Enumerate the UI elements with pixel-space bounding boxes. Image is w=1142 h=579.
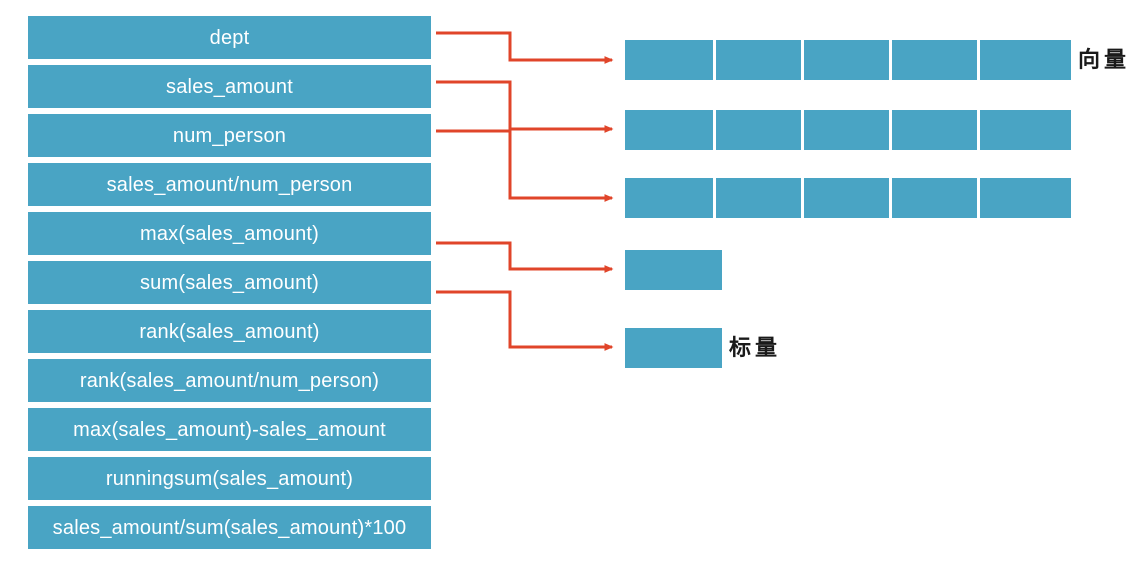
scalar-row-2 (625, 328, 722, 368)
connector-num-person-to-vector3 (436, 129, 614, 202)
expression-row-max-sales: max(sales_amount) (28, 212, 431, 255)
scalar-cell (625, 250, 722, 290)
expression-label: rank(sales_amount) (139, 320, 320, 343)
connector-sum-sales-to-scalar2 (436, 290, 614, 351)
expression-label: rank(sales_amount/num_person) (79, 369, 380, 392)
vector-cell (716, 178, 801, 218)
vector-row-2 (625, 110, 1071, 150)
expression-row-num-person: num_person (28, 114, 431, 157)
expression-row-sum-sales: sum(sales_amount) (28, 261, 431, 304)
expression-row-runningsum: runningsum(sales_amount) (28, 457, 431, 500)
expression-label: max(sales_amount) (139, 222, 320, 245)
vector-cell (625, 110, 713, 150)
expression-label: sales_amount/sum(sales_amount)*100 (52, 516, 407, 539)
expression-label: sales_amount (166, 75, 293, 98)
expression-row-sales-per-person: sales_amount/num_person (28, 163, 431, 206)
expression-row-dept: dept (28, 16, 431, 59)
vector-cell (625, 40, 713, 80)
scalar-annotation-label: 标量 (729, 335, 782, 360)
vector-cell (892, 178, 977, 218)
scalar-cell (625, 328, 722, 368)
vector-cell (980, 110, 1071, 150)
vector-cell (892, 110, 977, 150)
vector-cell (716, 40, 801, 80)
vector-cell (625, 178, 713, 218)
expression-row-max-minus-sales: max(sales_amount)-sales_amount (28, 408, 431, 451)
expression-row-sales-amount: sales_amount (28, 65, 431, 108)
expression-label: sum(sales_amount) (139, 271, 320, 294)
vector-row-3 (625, 178, 1071, 218)
expression-row-rank-sales-per-person: rank(sales_amount/num_person) (28, 359, 431, 402)
vector-cell (980, 178, 1071, 218)
vector-cell (980, 40, 1071, 80)
scalar-row-1 (625, 250, 722, 290)
expression-list: dept sales_amount num_person sales_amoun… (28, 16, 431, 555)
vector-annotation-label: 向量 (1078, 47, 1131, 72)
connector-sales-amount-to-vector2 (436, 80, 614, 133)
connector-max-sales-to-scalar1 (436, 241, 614, 273)
connector-dept-to-vector1 (436, 31, 614, 64)
expression-label: runningsum(sales_amount) (105, 467, 354, 490)
vector-cell (716, 110, 801, 150)
vector-cell (892, 40, 977, 80)
expression-row-rank-sales: rank(sales_amount) (28, 310, 431, 353)
expression-label: num_person (172, 124, 287, 147)
vector-cell (804, 178, 889, 218)
vector-cell (804, 110, 889, 150)
expression-label: max(sales_amount)-sales_amount (73, 418, 386, 441)
expression-label: sales_amount/num_person (106, 173, 353, 196)
expression-row-sales-share-pct: sales_amount/sum(sales_amount)*100 (28, 506, 431, 549)
vector-cell (804, 40, 889, 80)
vector-row-1 (625, 40, 1071, 80)
expression-label: dept (209, 26, 250, 49)
